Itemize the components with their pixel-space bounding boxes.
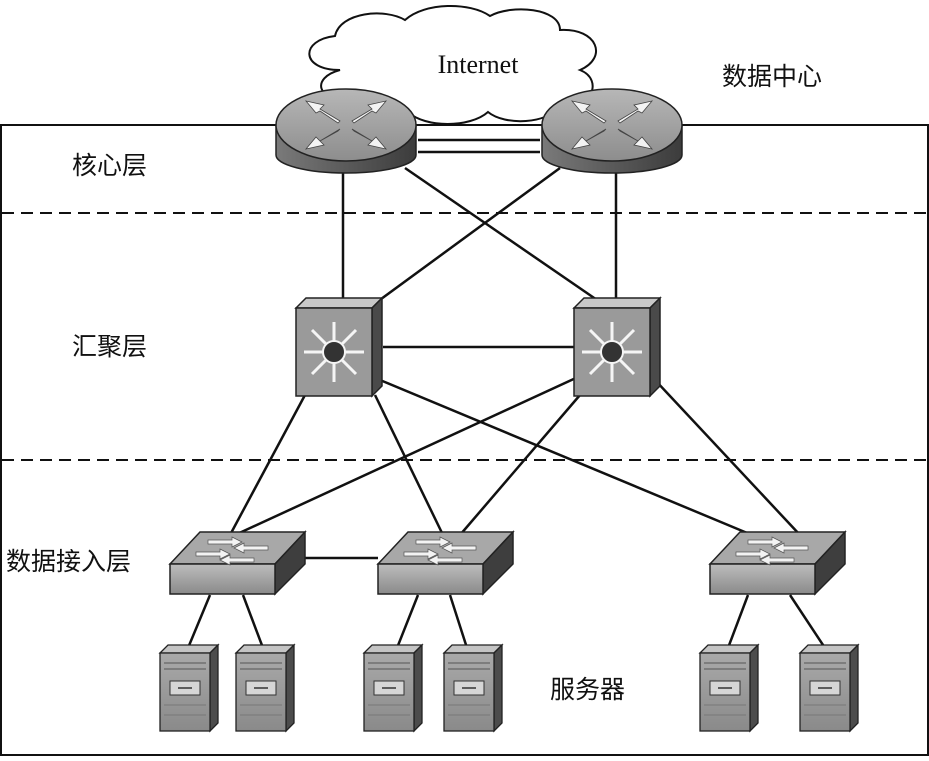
access-switch-1 xyxy=(168,530,307,596)
server-5 xyxy=(698,643,760,733)
datacenter-frame xyxy=(0,124,929,756)
access-layer-label: 数据接入层 xyxy=(6,547,131,576)
datacenter-label: 数据中心 xyxy=(722,62,822,91)
core-router-left xyxy=(275,88,417,174)
switch-arrows-icon xyxy=(195,536,269,566)
router-arrows-icon xyxy=(304,100,388,150)
core-router-right xyxy=(541,88,683,174)
aggregation-layer-label: 汇聚层 xyxy=(72,332,147,361)
servers-label: 服务器 xyxy=(550,675,625,704)
core-layer-label: 核心层 xyxy=(72,151,147,180)
server-6 xyxy=(798,643,860,733)
multilayer-switch-icon xyxy=(582,322,642,382)
multilayer-switch-icon xyxy=(304,322,364,382)
aggregation-switch-right xyxy=(572,296,662,398)
internet-label: Internet xyxy=(438,50,520,79)
server-1 xyxy=(158,643,220,733)
access-switch-2 xyxy=(376,530,515,596)
server-3 xyxy=(362,643,424,733)
aggregation-switch-left xyxy=(294,296,384,398)
switch-arrows-icon xyxy=(735,536,809,566)
server-2 xyxy=(234,643,296,733)
server-4 xyxy=(442,643,504,733)
router-arrows-icon xyxy=(570,100,654,150)
network-links xyxy=(186,138,827,649)
servers xyxy=(158,643,860,733)
switch-arrows-icon xyxy=(403,536,477,566)
access-switch-3 xyxy=(708,530,847,596)
